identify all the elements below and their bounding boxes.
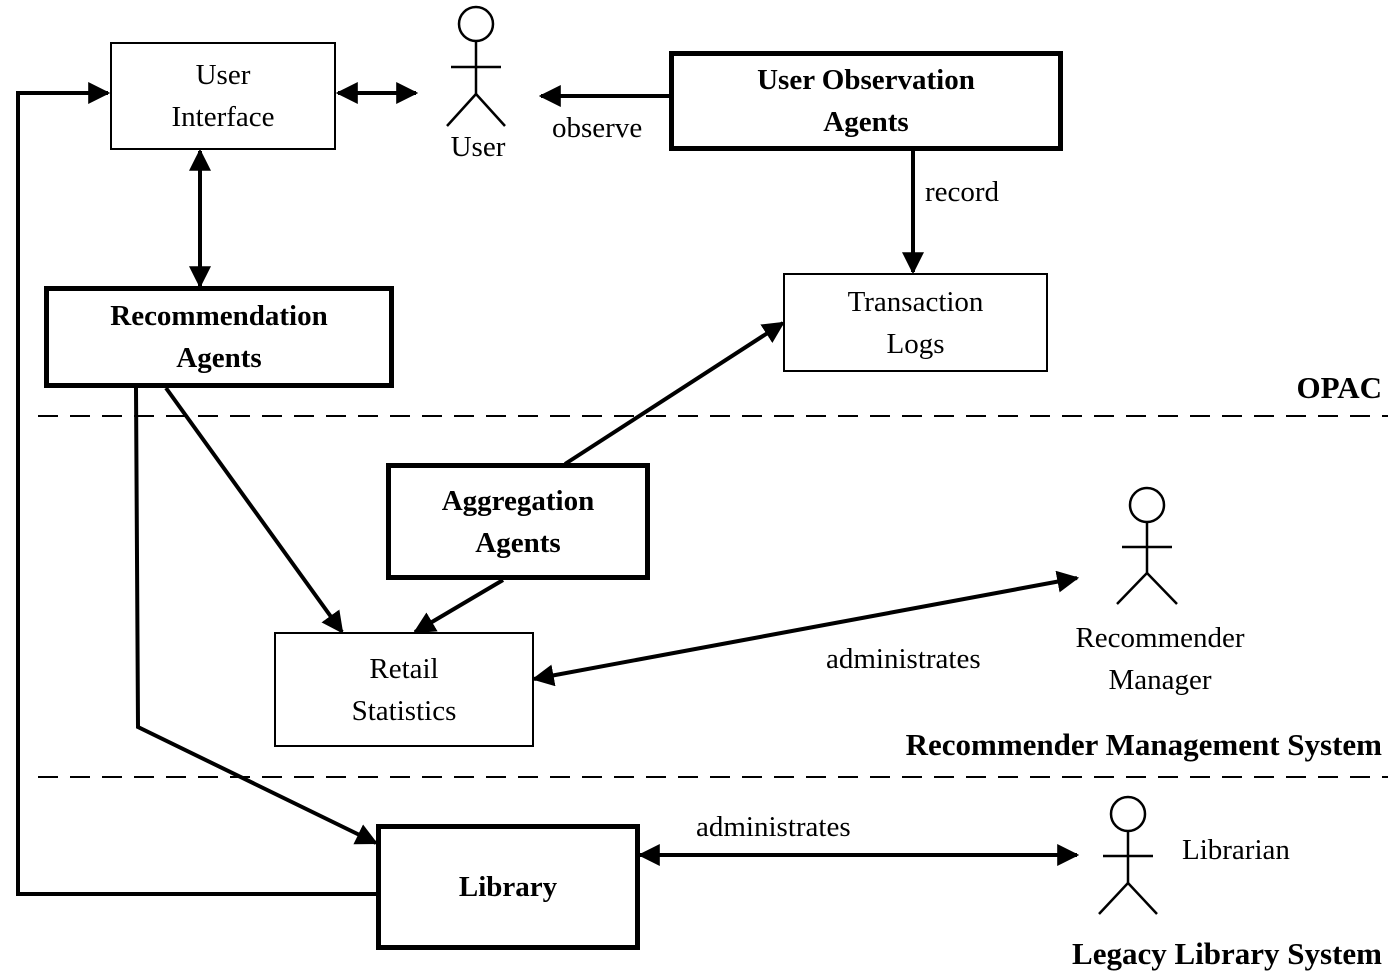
user-observation-agents-line-1: User Observation	[757, 64, 975, 96]
aggregation-agents-box: Aggregation Agents	[386, 463, 650, 580]
user-interface-box: User Interface	[110, 42, 336, 150]
user-observation-agents-line-2: Agents	[823, 106, 909, 138]
retail-statistics-line-2: Statistics	[351, 694, 457, 727]
librarian-label: Librarian	[1182, 834, 1290, 866]
recommender-manager-actor-icon	[1116, 486, 1178, 605]
edge-administrates-manager	[531, 570, 1080, 687]
user-actor-label: User	[450, 131, 506, 163]
record-label: record	[925, 176, 1000, 208]
user-observation-agents-box: User Observation Agents	[669, 51, 1063, 151]
librarian-actor-icon	[1098, 795, 1158, 915]
retail-statistics-box: Retail Statistics	[274, 632, 534, 747]
transaction-logs-box: Transaction Logs	[783, 273, 1048, 372]
transaction-logs-line-1: Transaction	[847, 285, 984, 318]
edge-recommendation-retail	[164, 386, 344, 634]
recommendation-agents-line-2: Agents	[176, 342, 262, 374]
edge-aggregation-logs	[563, 321, 785, 466]
administrates-manager-label: administrates	[826, 643, 981, 675]
opac-zone-label: OPAC	[1296, 370, 1382, 405]
user-interface-line-2: Interface	[171, 101, 275, 133]
library-box: Library	[376, 824, 640, 950]
user-actor-icon	[446, 5, 506, 127]
transaction-logs-line-2: Logs	[886, 327, 945, 360]
library-label: Library	[458, 871, 558, 903]
edge-library-ui	[16, 82, 376, 896]
recommendation-agents-line-1: Recommendation	[110, 300, 328, 332]
legacy-library-zone-label: Legacy Library System	[1072, 936, 1382, 971]
edge-recommendation-library	[134, 387, 378, 845]
observe-label: observe	[552, 112, 643, 144]
recommender-manager-label-line-1: Recommender	[1075, 622, 1245, 654]
retail-statistics-line-1: Retail	[369, 652, 439, 685]
aggregation-agents-line-1: Aggregation	[441, 484, 595, 517]
rms-zone-label: Recommender Management System	[905, 727, 1382, 762]
edge-aggregation-retail	[413, 578, 505, 634]
administrates-librarian-label: administrates	[696, 811, 851, 843]
user-interface-line-1: User	[195, 59, 251, 91]
recommender-manager-label-line-2: Manager	[1108, 664, 1212, 696]
aggregation-agents-line-2: Agents	[475, 526, 561, 559]
recommendation-agents-box: Recommendation Agents	[44, 286, 394, 388]
